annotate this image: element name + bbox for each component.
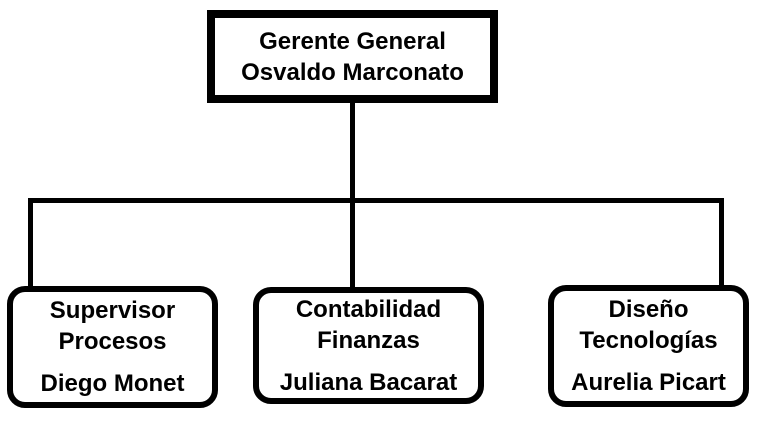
node-person: Aurelia Picart: [571, 369, 726, 396]
connector-drop-left: [28, 198, 33, 290]
node-diseno-tecnologias: Diseño Tecnologías Aurelia Picart: [548, 285, 749, 407]
node-role-line1: Supervisor: [49, 297, 176, 324]
connector-root-stem: [350, 100, 355, 290]
node-contabilidad-finanzas: Contabilidad Finanzas Juliana Bacarat: [253, 287, 484, 404]
node-person: Osvaldo Marconato: [241, 58, 464, 86]
node-gerente-general: Gerente General Osvaldo Marconato: [207, 10, 498, 103]
node-role-line2: Tecnologías: [579, 327, 718, 354]
node-person: Juliana Bacarat: [279, 368, 458, 396]
node-supervisor-procesos: Supervisor Procesos Diego Monet: [7, 286, 218, 408]
node-role: Gerente General: [259, 27, 446, 55]
node-role-line1: Contabilidad: [295, 295, 442, 323]
node-role-line1: Diseño: [608, 296, 689, 323]
connector-bus: [28, 198, 724, 203]
node-person: Diego Monet: [40, 370, 185, 397]
node-role-line2: Finanzas: [317, 326, 420, 354]
connector-drop-right: [719, 198, 724, 289]
node-role-line2: Procesos: [58, 328, 167, 355]
